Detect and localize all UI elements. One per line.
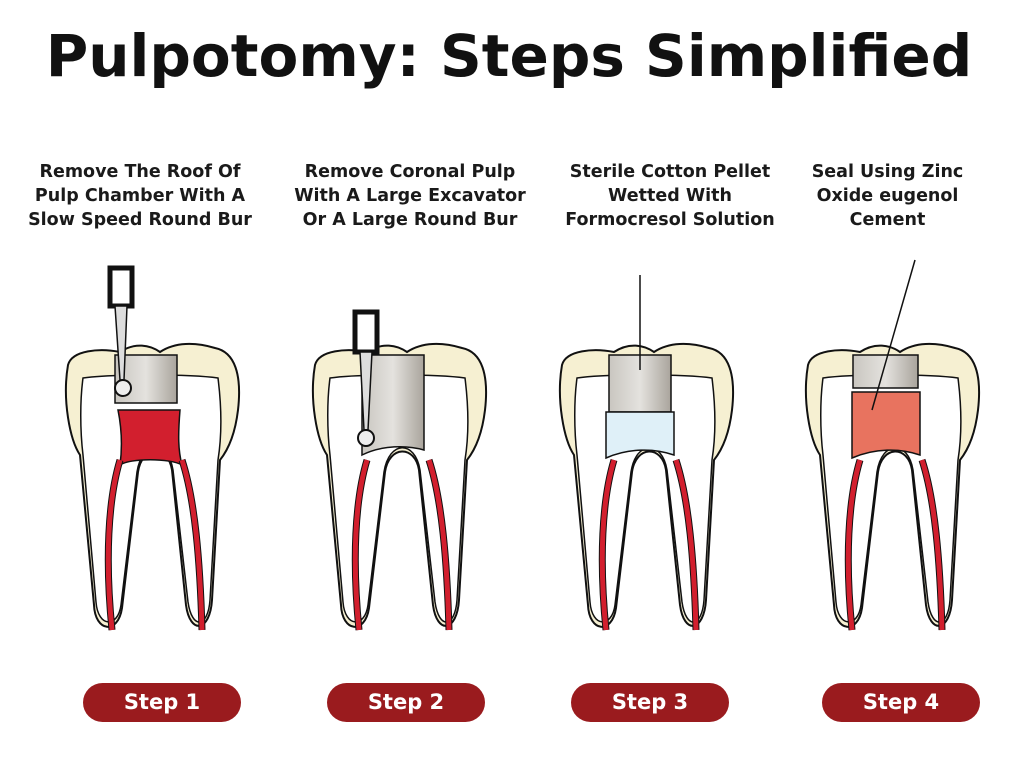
access-cavity [852,354,919,389]
step-1-caption: Remove The Roof Of Pulp Chamber With A S… [28,162,252,230]
step-4-caption: Seal Using Zinc Oxide eugenol Cement [811,162,964,230]
step-3-tooth-illustration [558,275,735,631]
step-2-badge: Step 2 [327,683,485,722]
step-2-tooth-illustration [311,309,488,631]
step-3-badge: Step 3 [571,683,729,722]
tooth-dentin [80,374,222,623]
pointer-line [871,259,916,411]
round-bur-head [114,379,132,397]
step-1-tooth-illustration [64,265,241,631]
step-1-badge: Step 1 [83,683,241,722]
pulp-chamber [117,409,184,467]
step-2-caption: Remove Coronal Pulp With A Large Excavat… [294,162,526,230]
round-bur-head [357,429,375,447]
zoe-cement [851,391,921,460]
cotton-pellet [605,411,675,460]
step-3-caption: Sterile Cotton Pellet Wetted With Formoc… [565,162,775,230]
page-title: Pulpotomy: Steps Simplified [45,22,973,90]
bur-handpiece [107,265,135,309]
step-4-tooth-illustration [804,259,981,631]
bur-handpiece [352,309,380,355]
step-4-badge: Step 4 [822,683,980,722]
access-cavity [361,354,425,457]
